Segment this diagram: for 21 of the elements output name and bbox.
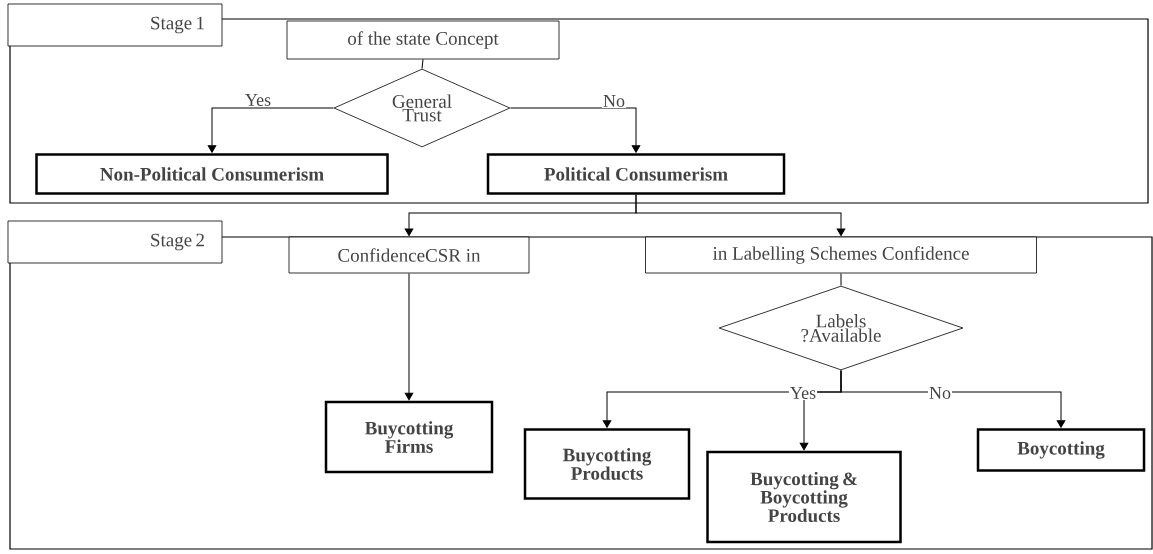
outcome-box: Buycotting Firms <box>324 400 494 474</box>
edge-label: No <box>928 386 952 400</box>
outcome-box: Buycotting & Boycotting Products <box>706 450 902 544</box>
outcome-box: Buycotting Products <box>523 428 691 500</box>
stage-tab: Stage 1 <box>7 3 223 47</box>
edge-label: Yes <box>243 93 273 107</box>
edge-label: Yes <box>788 386 818 400</box>
process-box: ConfidenceCSR in <box>288 236 530 274</box>
arrow <box>404 272 414 401</box>
outcome-box: Boycotting <box>976 428 1146 472</box>
arrow <box>509 107 641 153</box>
arrow <box>635 194 846 237</box>
arrow <box>207 107 335 153</box>
process-box: in Labelling Schemes Confidence <box>645 236 1037 274</box>
edge-label: No <box>602 94 626 108</box>
stage-panel <box>9 18 1149 204</box>
stage-tab: Stage 2 <box>7 220 223 264</box>
arrow <box>840 369 1066 428</box>
outcome-box: Political Consumerism <box>486 153 786 195</box>
process-box: of the state Concept <box>286 20 560 60</box>
outcome-box: Non-Political Consumerism <box>35 153 389 195</box>
